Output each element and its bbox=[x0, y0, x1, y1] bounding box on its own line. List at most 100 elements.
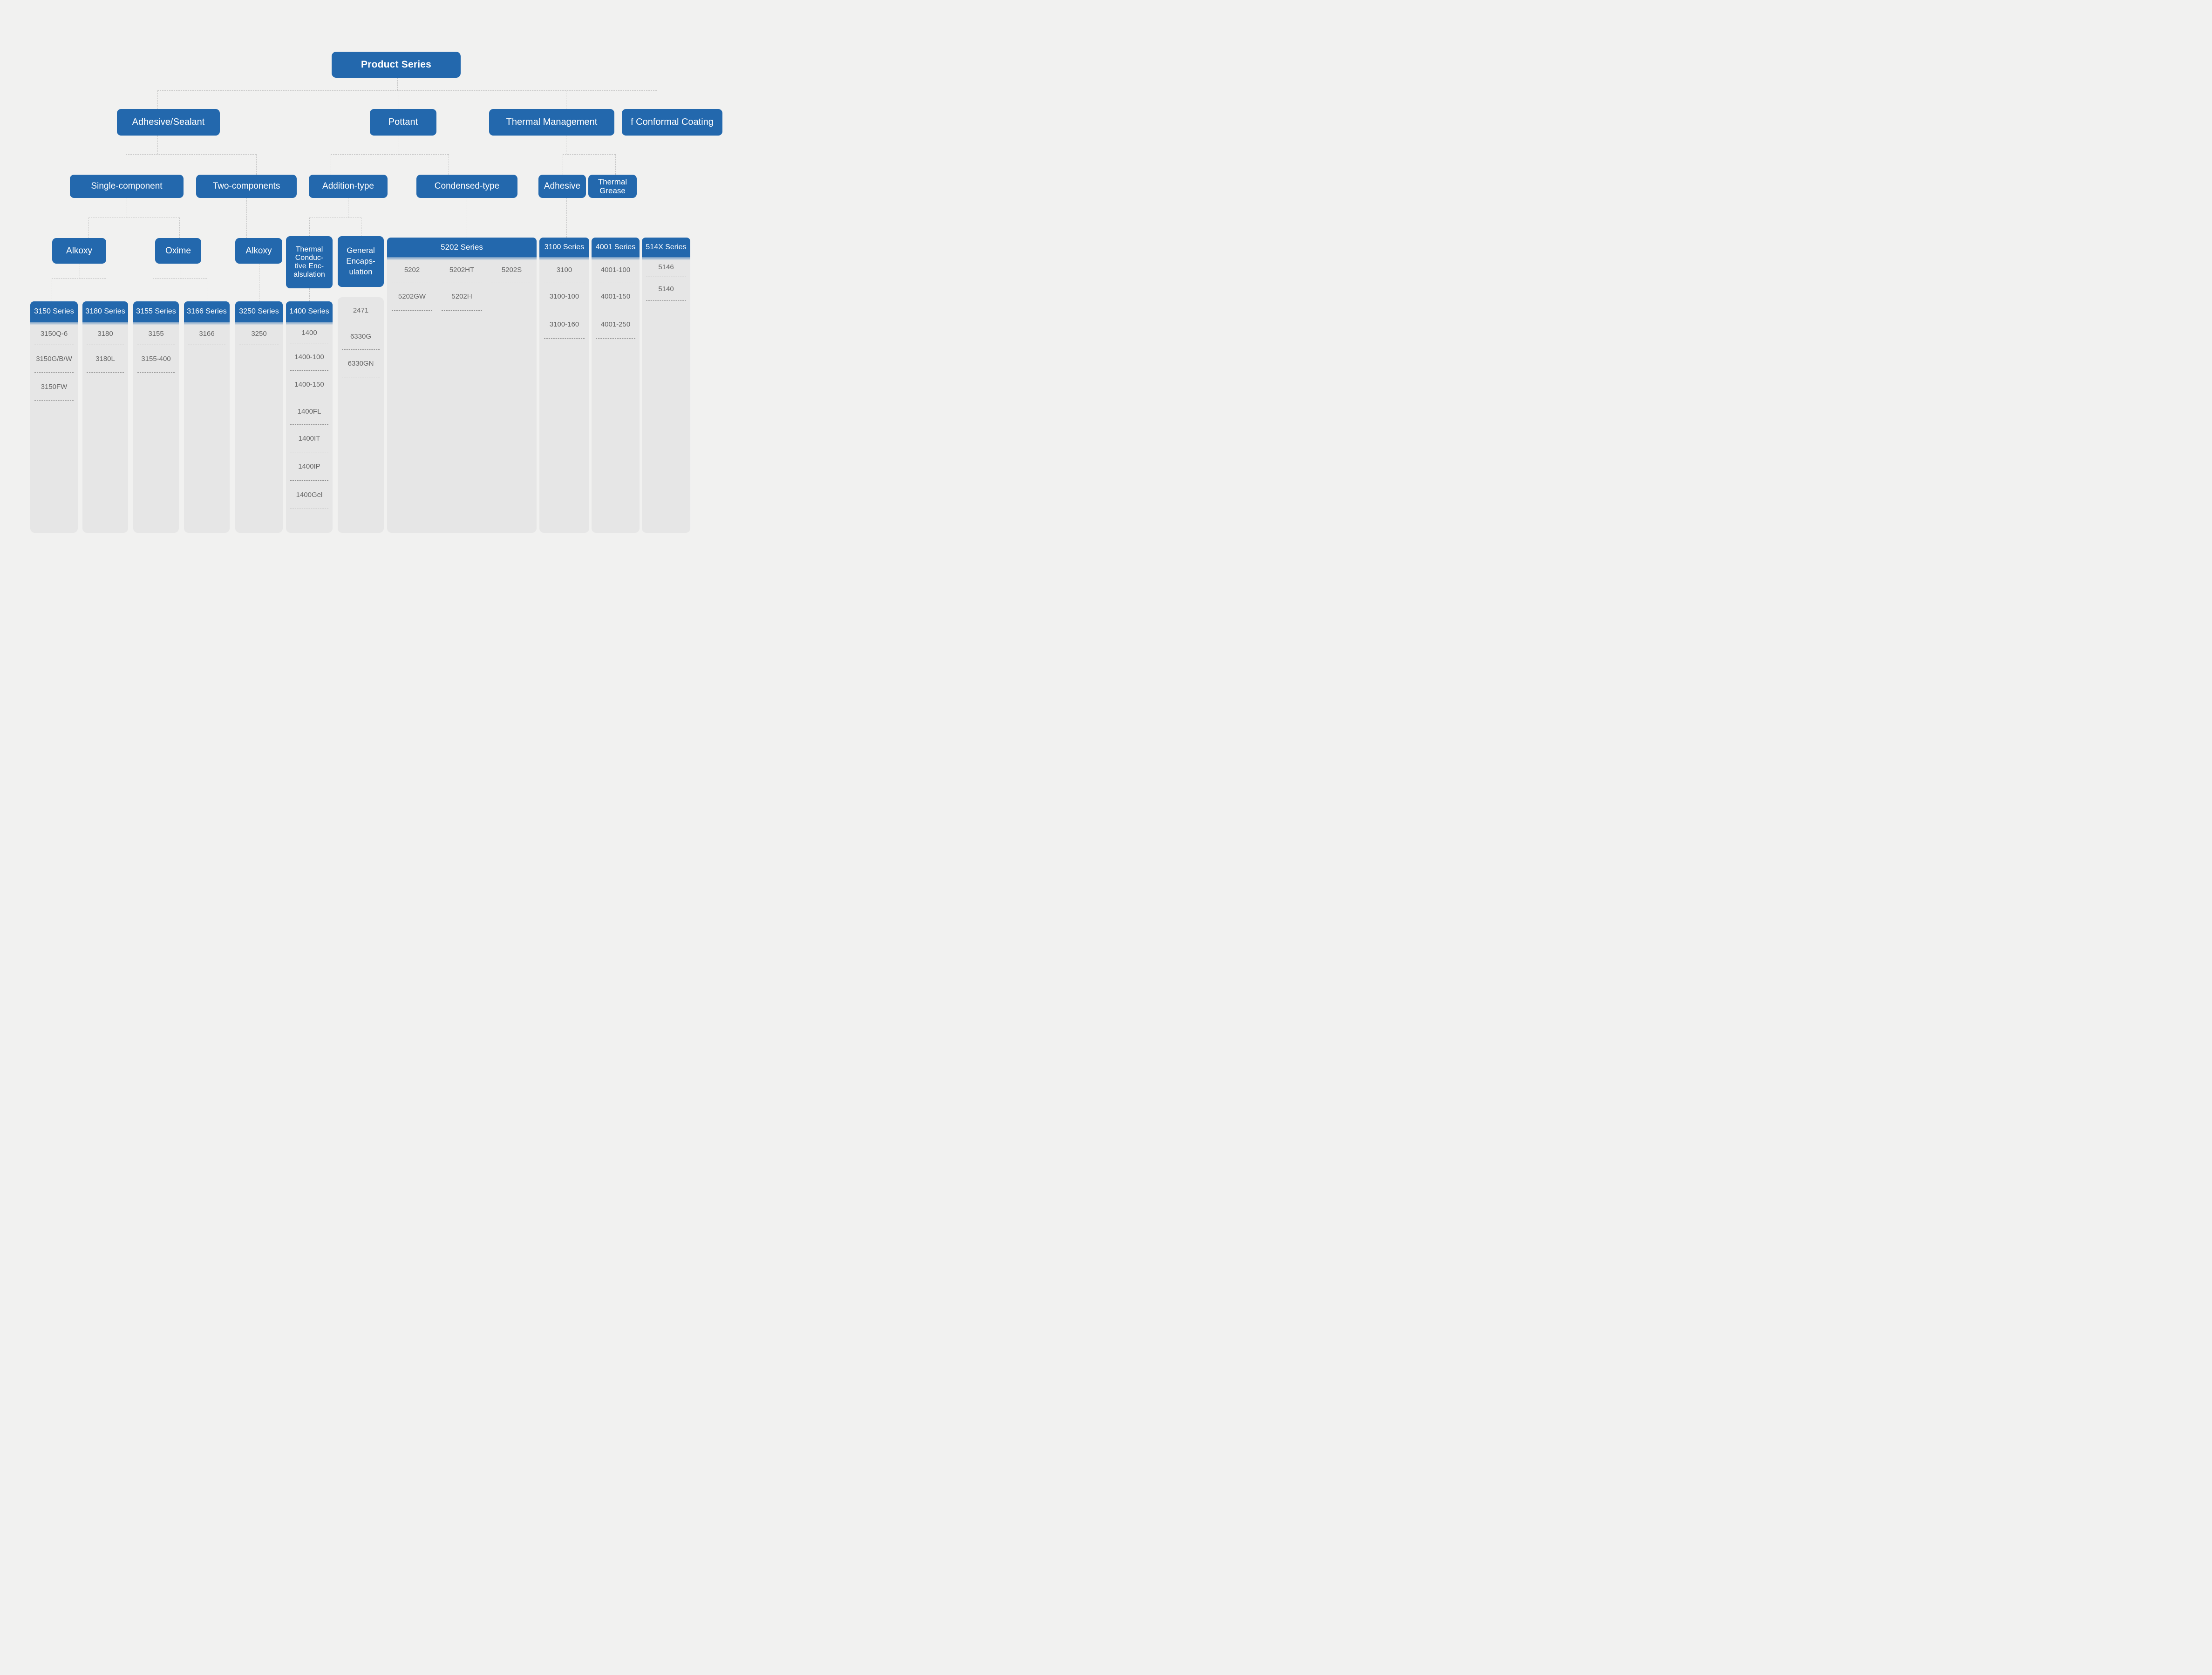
column-3150-panel: 3150Q-6 3150G/B/W 3150FW bbox=[30, 322, 78, 533]
node-label: Pottant bbox=[388, 117, 418, 128]
node-label: Thermal Grease bbox=[598, 177, 627, 195]
list-item: 3150FW bbox=[30, 373, 78, 401]
list-item: 5202H bbox=[437, 282, 487, 311]
list-item: 1400-100 bbox=[286, 343, 333, 371]
list-item: 5202HT bbox=[437, 257, 487, 282]
encapsulation-panel: 2471 6330G 6330GN bbox=[338, 297, 384, 533]
node-label: Thermal Management bbox=[506, 117, 598, 128]
node-two-components: Two-components bbox=[196, 175, 297, 198]
list-item: 1400Gel bbox=[286, 481, 333, 509]
list-item: 3155 bbox=[133, 322, 179, 345]
node-alkoxy-1: Alkoxy bbox=[52, 238, 106, 264]
node-single-component: Single-component bbox=[70, 175, 184, 198]
node-adhesive: Adhesive bbox=[538, 175, 586, 198]
column-3166-panel: 3166 bbox=[184, 322, 230, 533]
list-item: 5146 bbox=[642, 257, 690, 277]
connector bbox=[157, 90, 158, 109]
column-3155-panel: 3155 3155-400 bbox=[133, 322, 179, 533]
column-4001-header: 4001 Series bbox=[592, 238, 640, 257]
connector bbox=[157, 136, 158, 154]
connector bbox=[309, 288, 310, 301]
node-product-series: Product Series bbox=[332, 52, 461, 78]
node-label: Adhesive/Sealant bbox=[132, 117, 205, 128]
node-adhesive-sealant: Adhesive/Sealant bbox=[117, 109, 220, 136]
node-label: Oxime bbox=[165, 245, 191, 256]
list-item: 3100-160 bbox=[539, 310, 589, 339]
node-thermal-grease: Thermal Grease bbox=[588, 175, 637, 198]
list-item: 4001-100 bbox=[592, 257, 640, 282]
connector bbox=[309, 218, 310, 236]
product-series-diagram: Product Series Adhesive/Sealant Pottant … bbox=[0, 0, 737, 558]
column-3150-header: 3150 Series bbox=[30, 301, 78, 322]
list-item: 1400IT bbox=[286, 425, 333, 452]
column-514x-header: 514X Series bbox=[642, 238, 690, 257]
list-item: 3150Q-6 bbox=[30, 322, 78, 345]
node-oxime: Oxime bbox=[155, 238, 201, 264]
node-conformal-coating: f Conformal Coating bbox=[622, 109, 722, 136]
connector bbox=[52, 278, 106, 279]
column-3155-header: 3155 Series bbox=[133, 301, 179, 322]
connector bbox=[566, 198, 567, 238]
list-item: 3155-400 bbox=[133, 345, 179, 373]
list-item: 3150G/B/W bbox=[30, 345, 78, 373]
node-thermal-conductive-encapsulation: Thermal Conduc- tive Enc- alsulation bbox=[286, 236, 333, 288]
connector bbox=[246, 198, 247, 238]
node-pottant: Pottant bbox=[370, 109, 436, 136]
column-1400-header: 1400 Series bbox=[286, 301, 333, 322]
column-3180-header: 3180 Series bbox=[82, 301, 128, 322]
node-label: Thermal Conduc- tive Enc- alsulation bbox=[293, 245, 325, 279]
list-item: 6330GN bbox=[338, 350, 384, 377]
connector bbox=[126, 154, 256, 155]
list-item: 1400FL bbox=[286, 398, 333, 425]
list-item: 1400IP bbox=[286, 452, 333, 481]
list-item: 3166 bbox=[184, 322, 230, 345]
node-label: Addition-type bbox=[322, 181, 374, 191]
connector bbox=[563, 154, 615, 155]
column-3180-panel: 3180 3180L bbox=[82, 322, 128, 533]
list-item: 6330G bbox=[338, 323, 384, 350]
node-condensed-type: Condensed-type bbox=[416, 175, 517, 198]
list-item: 4001-150 bbox=[592, 282, 640, 310]
connector bbox=[153, 278, 207, 279]
node-alkoxy-2: Alkoxy bbox=[235, 238, 282, 264]
column-3100-header: 3100 Series bbox=[539, 238, 589, 257]
list-item: 3100 bbox=[539, 257, 589, 282]
node-thermal-management: Thermal Management bbox=[489, 109, 614, 136]
connector bbox=[615, 154, 616, 175]
column-3250-header: 3250 Series bbox=[235, 301, 283, 322]
connector bbox=[157, 90, 657, 91]
node-label: Product Series bbox=[361, 59, 432, 70]
node-label: Single-component bbox=[91, 181, 163, 191]
column-3100-panel: 3100 3100-100 3100-160 bbox=[539, 257, 589, 533]
list-item: 2471 bbox=[338, 297, 384, 323]
list-item: 4001-250 bbox=[592, 310, 640, 339]
column-5202-panel: 5202 5202HT 5202S 5202GW 5202H bbox=[387, 257, 537, 533]
list-item: 3180 bbox=[82, 322, 128, 345]
node-label: Two-components bbox=[212, 181, 280, 191]
column-4001-panel: 4001-100 4001-150 4001-250 bbox=[592, 257, 640, 533]
node-label: Condensed-type bbox=[434, 181, 500, 191]
list-item: 5202GW bbox=[387, 282, 437, 311]
list-item: 1400-150 bbox=[286, 371, 333, 398]
node-label: Alkoxy bbox=[66, 245, 92, 256]
column-1400-panel: 1400 1400-100 1400-150 1400FL 1400IT 140… bbox=[286, 322, 333, 533]
list-item: 1400 bbox=[286, 322, 333, 343]
node-label: General Encaps- ulation bbox=[346, 246, 375, 276]
connector bbox=[256, 154, 257, 175]
connector bbox=[397, 78, 398, 90]
connector bbox=[88, 218, 89, 238]
node-label: Alkoxy bbox=[245, 245, 272, 256]
list-item: 3250 bbox=[235, 322, 283, 345]
node-label: f Conformal Coating bbox=[631, 117, 714, 128]
connector bbox=[331, 154, 449, 155]
list-item: 3180L bbox=[82, 345, 128, 373]
list-item: 5202S bbox=[487, 257, 537, 282]
column-514x-panel: 5146 5140 bbox=[642, 257, 690, 533]
node-label: Adhesive bbox=[544, 181, 581, 191]
list-item-empty bbox=[487, 282, 537, 311]
node-general-encapsulation: General Encaps- ulation bbox=[338, 236, 384, 287]
connector bbox=[179, 218, 180, 238]
list-item: 5202 bbox=[387, 257, 437, 282]
column-3250-panel: 3250 bbox=[235, 322, 283, 533]
node-addition-type: Addition-type bbox=[309, 175, 388, 198]
